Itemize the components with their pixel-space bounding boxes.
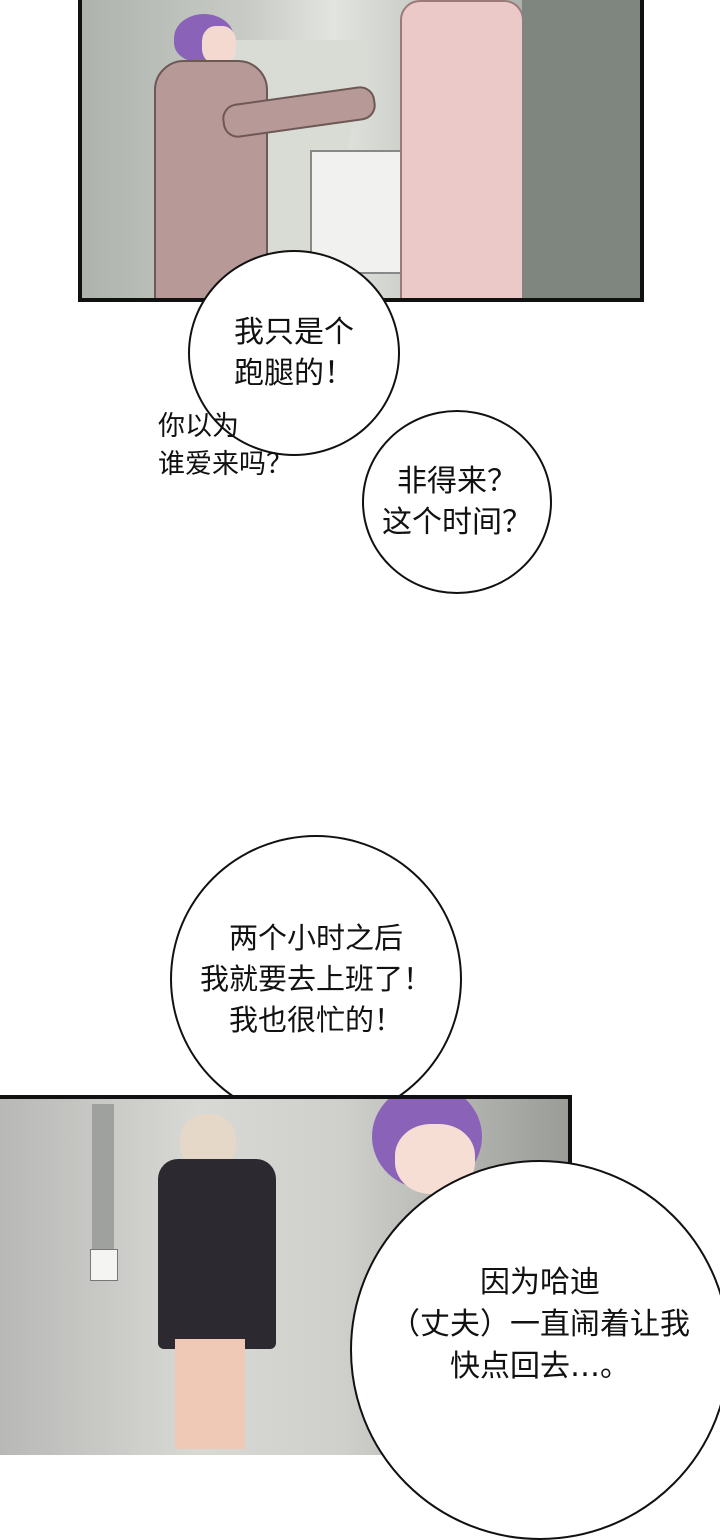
panel-hallway-delivery [78, 0, 644, 302]
bubble-text-errand: 我只是个 跑腿的！ [234, 315, 354, 391]
speech-bubble-errand: 我只是个 跑腿的！ [188, 250, 400, 456]
bubble-text-this-time: 非得来？ 这个时间？ [382, 464, 532, 540]
bubble-text-husband: 因为哈迪 （丈夫）一直闹着让我 快点回去…。 [390, 1265, 690, 1384]
doorway-wall [522, 0, 640, 298]
speech-bubble-this-time: 非得来？ 这个时间？ [362, 410, 552, 594]
lamp-pole [92, 1104, 114, 1279]
speech-bubble-husband: 因为哈迪 （丈夫）一直闹着让我 快点回去…。 [350, 1160, 720, 1540]
bubble-text-work: 两个小时之后 我就要去上班了！ 我也很忙的！ [199, 920, 432, 1037]
man-legs [175, 1339, 245, 1449]
shopping-bag [310, 150, 408, 274]
woman-face [202, 26, 236, 64]
lamp-light [90, 1249, 118, 1281]
aside-text-who-wants: 你以为 谁爱来吗？ [158, 411, 293, 480]
man-robe [400, 0, 524, 298]
speech-bubble-work: 两个小时之后 我就要去上班了！ 我也很忙的！ [170, 835, 462, 1123]
man-jacket [158, 1159, 276, 1349]
